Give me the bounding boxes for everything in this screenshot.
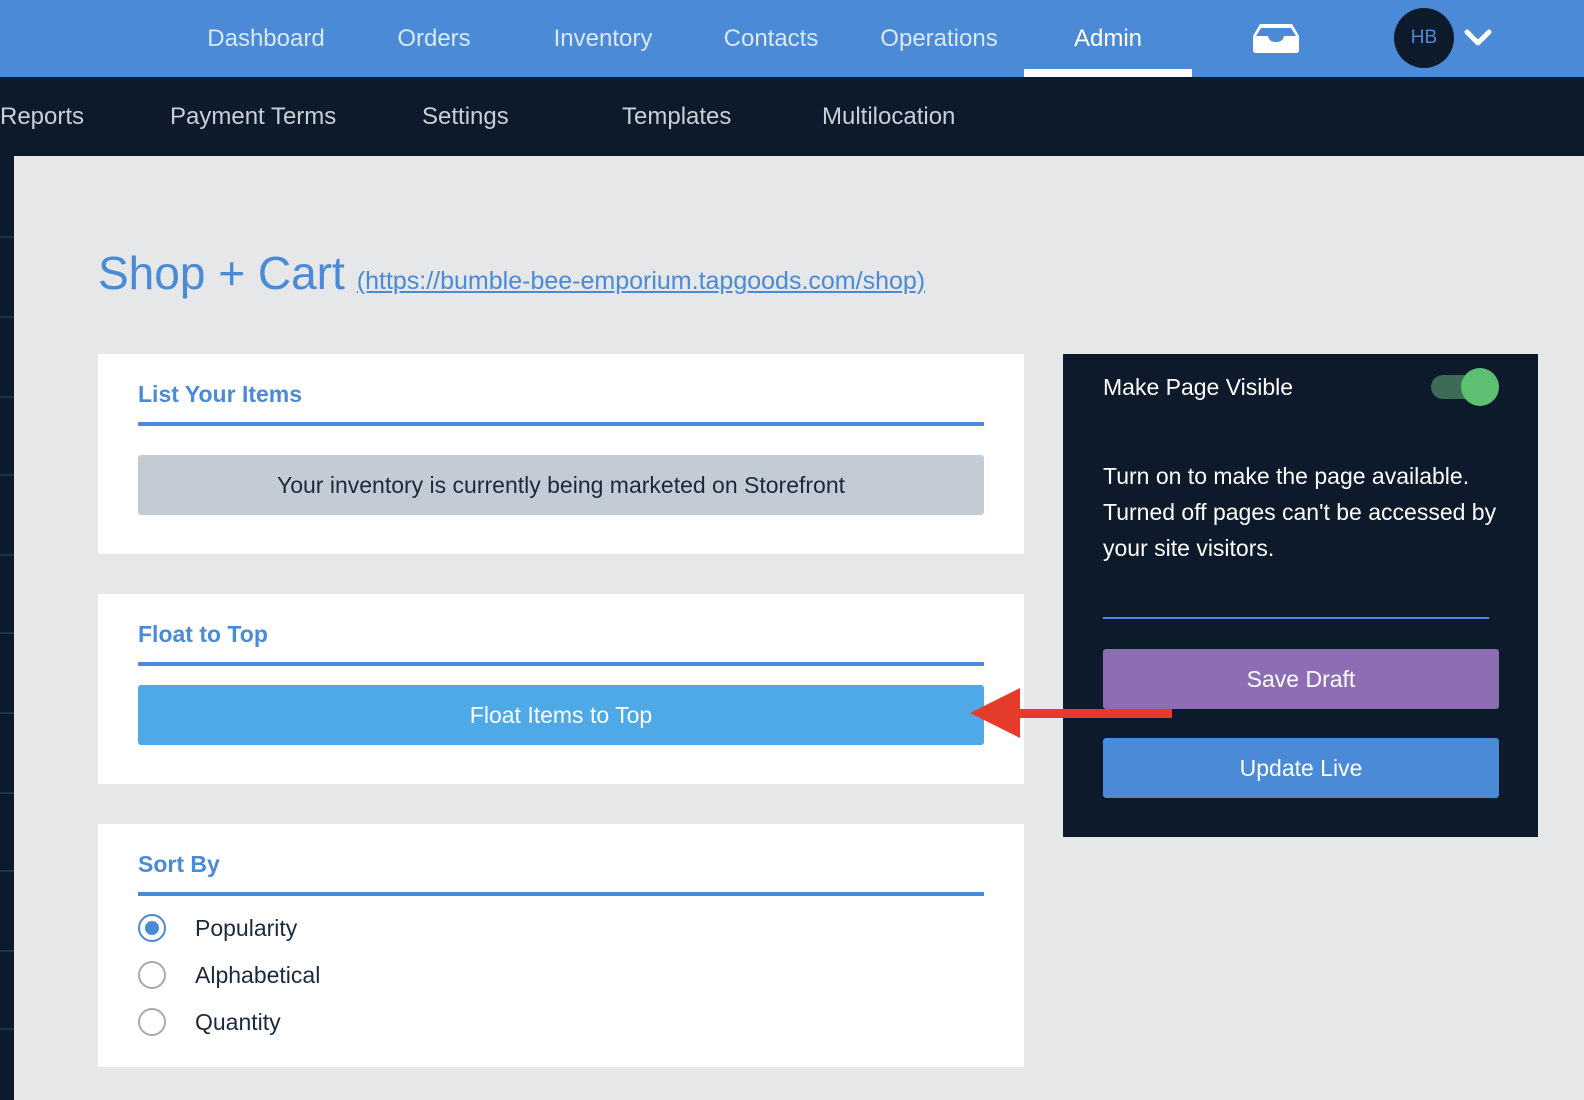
list-items-card: List Your Items Your inventory is curren… (98, 354, 1024, 554)
subnav-multilocation[interactable]: Multilocation (822, 102, 956, 130)
subnav-templates[interactable]: Templates (622, 102, 732, 130)
list-items-heading: List Your Items (138, 354, 984, 426)
sort-option-quantity[interactable]: Quantity (138, 1002, 281, 1042)
save-draft-button[interactable]: Save Draft (1103, 649, 1499, 709)
sort-option-alphabetical[interactable]: Alphabetical (138, 955, 320, 995)
nav-dashboard[interactable]: Dashboard (207, 24, 325, 52)
panel-divider (1103, 617, 1489, 619)
sort-option-label: Popularity (195, 914, 298, 941)
radio-alphabetical[interactable] (138, 961, 166, 989)
shop-url-link[interactable]: (https://bumble-bee-emporium.tapgoods.co… (356, 267, 926, 295)
radio-quantity[interactable] (138, 1008, 166, 1036)
nav-inventory[interactable]: Inventory (553, 24, 653, 52)
float-items-to-top-button[interactable]: Float Items to Top (138, 685, 984, 745)
update-live-button[interactable]: Update Live (1103, 738, 1499, 798)
float-to-top-heading: Float to Top (138, 594, 984, 666)
nav-admin[interactable]: Admin (1024, 0, 1192, 77)
make-page-visible-label: Make Page Visible (1103, 374, 1294, 400)
page-visible-toggle[interactable] (1431, 368, 1499, 406)
sort-option-label: Alphabetical (195, 961, 321, 988)
visibility-description: Turn on to make the page available. Turn… (1103, 463, 1497, 561)
nav-operations[interactable]: Operations (880, 24, 998, 52)
storefront-status-banner: Your inventory is currently being market… (138, 455, 984, 515)
subnav-payment-terms[interactable]: Payment Terms (170, 102, 337, 130)
nav-contacts[interactable]: Contacts (723, 24, 819, 52)
page-title: Shop + Cart (https://bumble-bee-emporium… (98, 246, 925, 300)
sort-option-label: Quantity (195, 1008, 281, 1035)
sort-by-heading: Sort By (138, 824, 984, 896)
admin-sub-nav: Reports Payment Terms Settings Templates… (0, 77, 1584, 156)
float-to-top-card: Float to Top Float Items to Top (98, 594, 1024, 784)
left-sidebar-edge (0, 156, 14, 1100)
subnav-settings[interactable]: Settings (422, 102, 509, 130)
visibility-panel: Make Page Visible Turn on to make the pa… (1063, 354, 1538, 837)
avatar[interactable]: HB (1394, 8, 1454, 68)
top-nav: Dashboard Orders Inventory Contacts Oper… (0, 0, 1584, 77)
nav-orders[interactable]: Orders (397, 24, 471, 52)
page-title-text: Shop + Cart (98, 247, 345, 299)
radio-popularity[interactable] (138, 914, 166, 942)
subnav-reports[interactable]: Reports (0, 102, 85, 130)
sort-option-popularity[interactable]: Popularity (138, 908, 297, 948)
sort-by-card: Sort By Popularity Alphabetical Quantity (98, 824, 1024, 1067)
chevron-down-icon[interactable] (1464, 26, 1492, 50)
inbox-icon[interactable] (1252, 22, 1300, 54)
